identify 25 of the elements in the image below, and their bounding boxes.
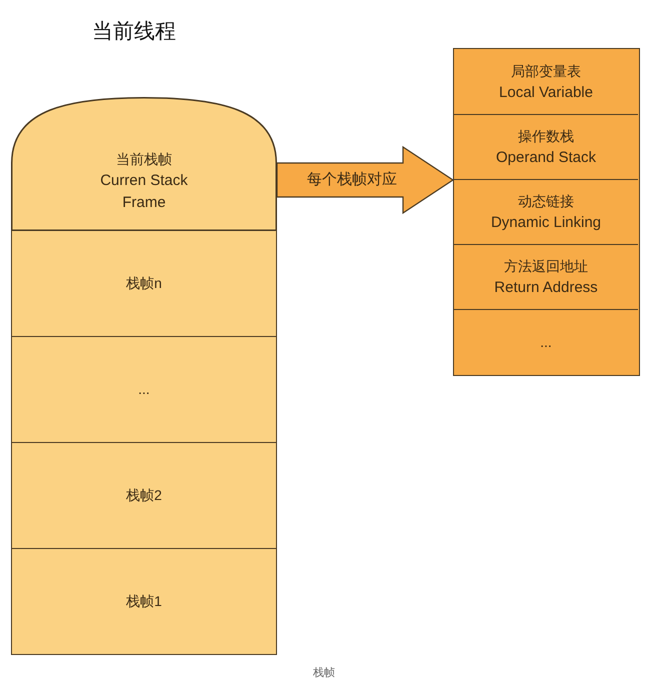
node-sublabel: Operand Stack: [496, 148, 596, 168]
current-frame-block: [11, 97, 277, 231]
node-sublabel: Dynamic Linking: [490, 213, 602, 233]
node-label: 栈帧2: [126, 486, 162, 506]
node-sublabel: Local Variable: [499, 82, 593, 102]
node-sublabel: Return Address: [494, 278, 598, 298]
stack-frame-block: [11, 442, 277, 549]
node-label: 栈帧1: [126, 592, 162, 612]
stack-frame-block: [11, 230, 277, 337]
caption: 栈帧: [313, 666, 335, 681]
edge-label: 每个栈帧对应: [307, 170, 397, 190]
node-sublabel: Curren Stack Frame: [99, 171, 189, 213]
node-label: 方法返回地址: [504, 257, 588, 276]
block-arrow: [276, 146, 454, 214]
node-label: ...: [138, 380, 150, 400]
node-label: 当前栈帧: [116, 150, 172, 169]
node-label: 局部变量表: [511, 62, 581, 80]
node-label: ...: [540, 333, 552, 352]
node-label: 栈帧n: [126, 274, 162, 294]
frame-structure-panel: [453, 48, 640, 376]
node-label: 操作数栈: [518, 127, 574, 146]
node-label: 动态链接: [518, 192, 574, 211]
title: 当前线程: [92, 18, 176, 45]
stack-frame-block: [11, 548, 277, 655]
stack-frame-block: [11, 336, 277, 443]
